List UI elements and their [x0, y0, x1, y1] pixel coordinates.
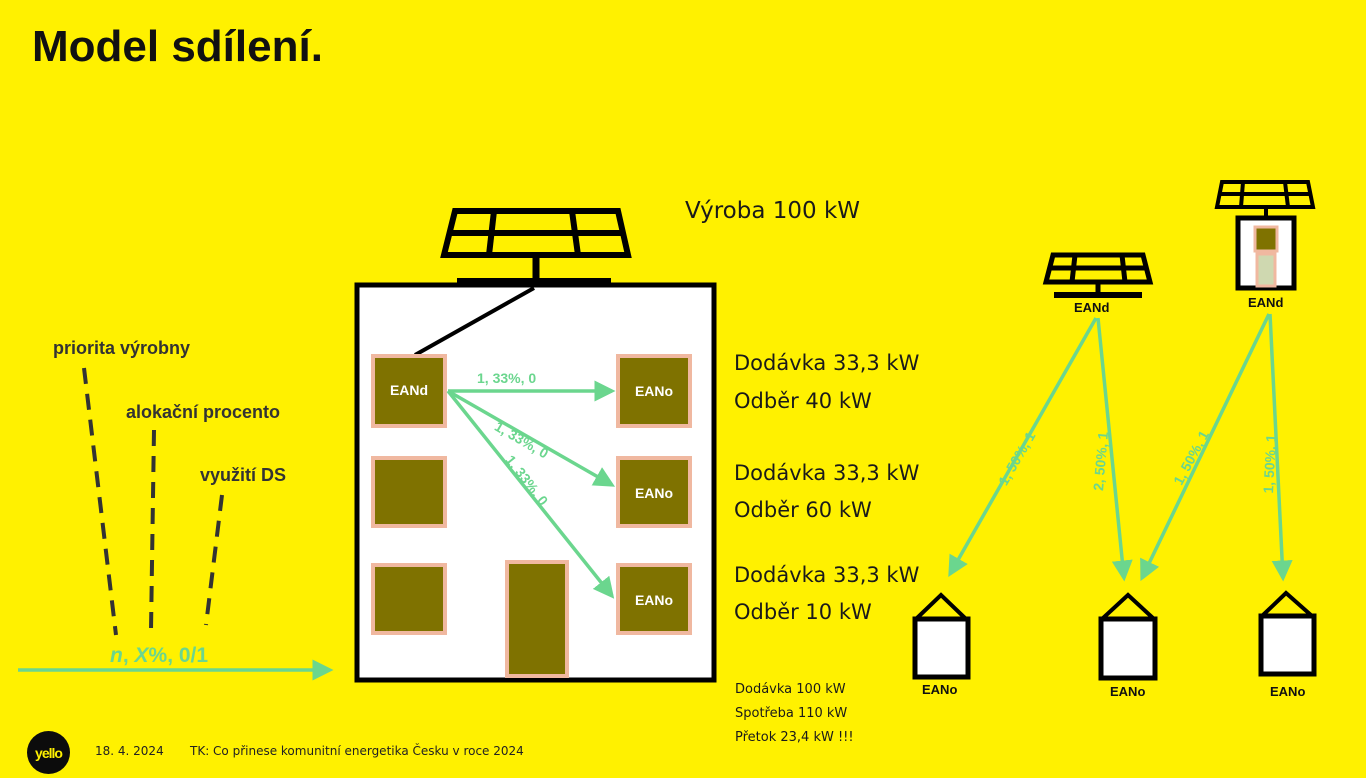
unit-eano-label-2: EANo	[634, 485, 674, 501]
small-solar-panel-icon	[1042, 252, 1154, 298]
ext-flow-arrow-4	[1268, 313, 1293, 582]
panel-connection-line	[414, 286, 535, 357]
dashed-leader-allocation	[149, 429, 156, 631]
dashed-leader-ds	[204, 494, 224, 626]
consumer-2-supply: Dodávka 33,3 kW	[734, 461, 920, 485]
consumer-3-supply: Dodávka 33,3 kW	[734, 563, 920, 587]
ext-flow-label-4: 1, 50%, 1	[1260, 433, 1280, 494]
label-allocation: alokační procento	[126, 402, 281, 422]
formula-rest: %, 0/1	[148, 644, 209, 667]
house-icon-2	[1098, 592, 1158, 681]
flow-arrow-2	[447, 389, 616, 487]
unit-eano-2	[616, 456, 692, 528]
ext-source-label-2: EANd	[1248, 295, 1284, 310]
consumer-1-supply: Dodávka 33,3 kW	[734, 351, 920, 375]
unit-eano-label-3: EANo	[634, 592, 674, 608]
ext-consumer-label-2: EANo	[1110, 684, 1146, 699]
unit-empty-2	[371, 563, 447, 635]
label-ds-usage: využití DS	[200, 465, 287, 485]
formula-sep: ,	[122, 644, 135, 667]
dashed-leader-priority	[82, 367, 118, 636]
unit-eano-3	[616, 563, 692, 635]
footer-event: TK: Co přinese komunitní energetika Česk…	[190, 744, 524, 758]
ext-flow-arrow-3	[1140, 313, 1271, 582]
ext-consumer-label-1: EANo	[922, 682, 958, 697]
ext-source-label-1: EANd	[1074, 300, 1110, 315]
unit-empty-1	[371, 456, 447, 528]
footer-date: 18. 4. 2024	[95, 744, 164, 758]
unit-eano-label-1: EANo	[634, 383, 674, 399]
formula-n: n	[110, 644, 123, 667]
flow-label-1: 1, 33%, 0	[477, 370, 537, 386]
unit-eand-label: EANd	[389, 382, 429, 398]
summary-consumption: Spotřeba 110 kW	[735, 706, 848, 721]
house-icon-1	[912, 592, 971, 680]
ext-flow-arrow-2	[1096, 317, 1133, 582]
ext-consumer-label-3: EANo	[1270, 684, 1306, 699]
solar-panel-icon	[440, 208, 632, 286]
formula-x: X	[134, 644, 149, 667]
yello-logo: yello	[27, 731, 70, 774]
consumer-2-demand: Odběr 60 kW	[734, 498, 872, 522]
label-priority: priorita výrobny	[53, 338, 191, 358]
formula-label: n, X%, 0/1	[110, 644, 208, 668]
production-label: Výroba 100 kW	[685, 198, 861, 224]
flow-arrow-3	[446, 389, 615, 599]
summary-supply: Dodávka 100 kW	[735, 682, 846, 697]
ext-flow-arrow-1	[948, 317, 1098, 578]
solar-house-icon	[1214, 180, 1316, 291]
summary: Dodávka 100 kW Spotřeba 110 kW Přetok 23…	[735, 678, 854, 750]
building-door	[505, 560, 569, 678]
summary-overflow: Přetok 23,4 kW !!!	[735, 730, 854, 745]
page-title: Model sdílení.	[32, 22, 323, 71]
consumer-3-demand: Odběr 10 kW	[734, 600, 872, 624]
consumer-1-demand: Odběr 40 kW	[734, 389, 872, 413]
unit-eano-1	[616, 354, 692, 428]
house-icon-3	[1258, 590, 1317, 677]
unit-eand	[371, 354, 447, 428]
